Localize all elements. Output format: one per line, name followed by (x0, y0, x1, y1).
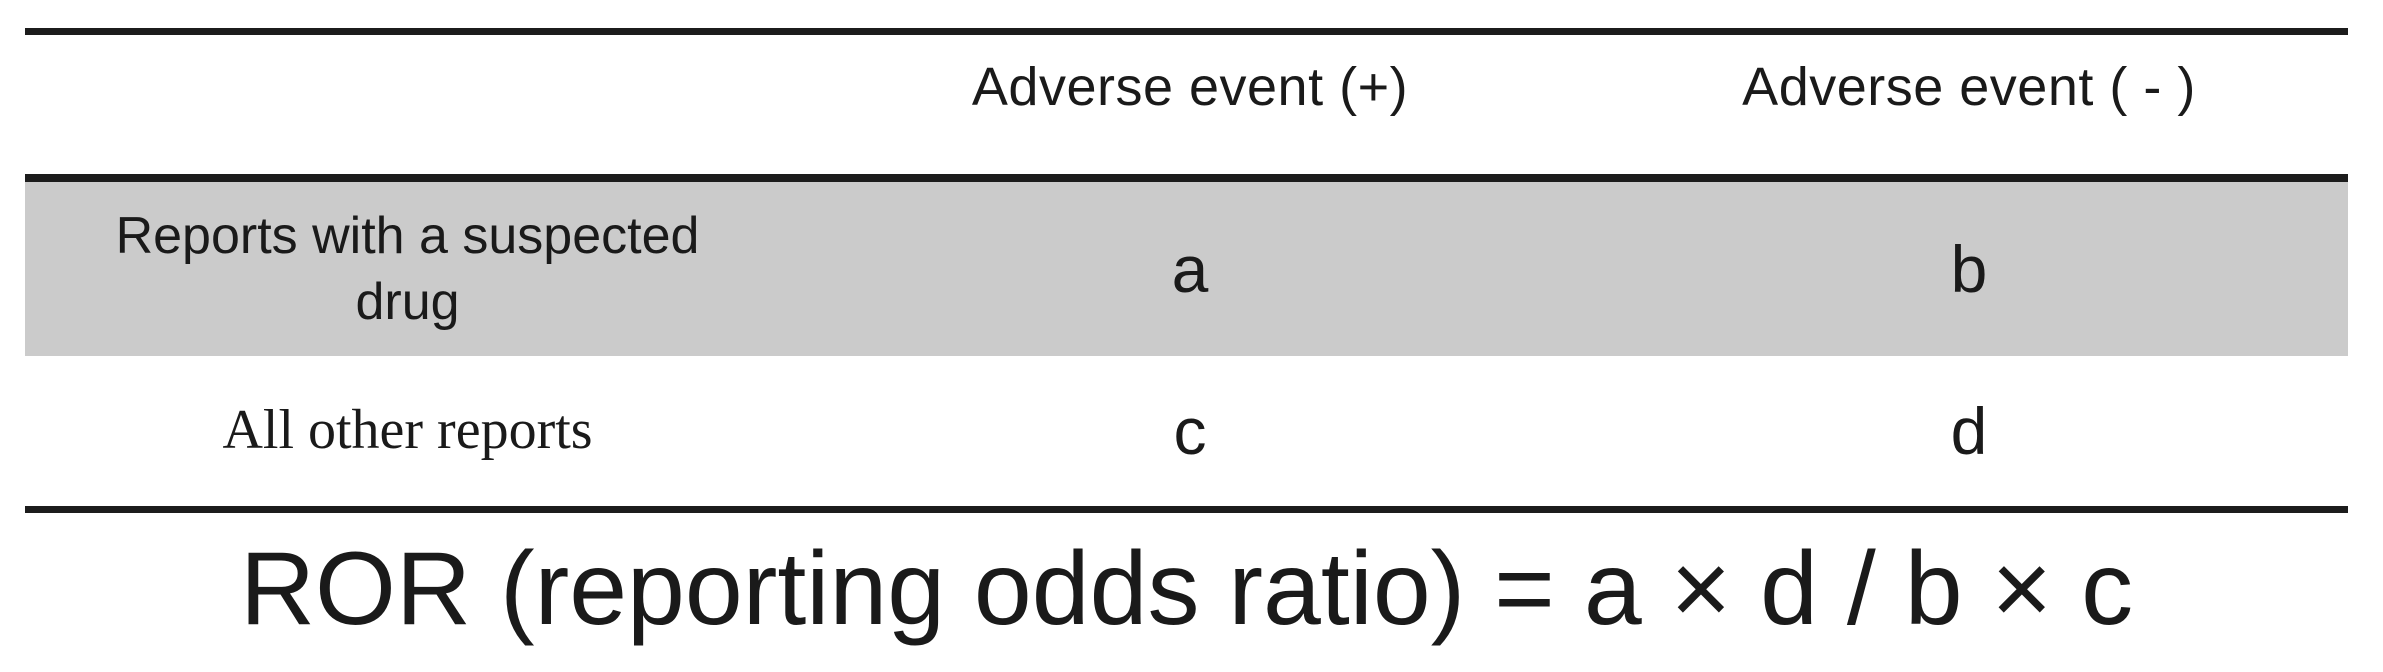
cell-d: d (1950, 394, 1988, 468)
column-header-adverse-event-positive: Adverse event (+) (971, 56, 1409, 117)
cell-c: c (1173, 394, 1207, 468)
table-row-suspected-drug: Reports with a suspected drug a b (25, 182, 2348, 356)
cell-b: b (1950, 232, 1988, 306)
table-top-rule (25, 28, 2348, 35)
ror-formula: ROR (reporting odds ratio) = a × d / b ×… (239, 531, 2134, 647)
formula-band: ROR (reporting odds ratio) = a × d / b ×… (25, 513, 2348, 665)
cell-a: a (1171, 232, 1209, 306)
row-label-suspected-drug: Reports with a suspected drug (25, 203, 790, 335)
row-label-suspected-drug-text: Reports with a suspected drug (115, 207, 700, 331)
table-row-all-other-reports: All other reports c d (25, 356, 2348, 506)
table-header-row: Adverse event (+) Adverse event ( - ) (25, 35, 2348, 174)
ror-contingency-table-figure: Adverse event (+) Adverse event ( - ) Re… (25, 0, 2348, 665)
column-header-adverse-event-negative: Adverse event ( - ) (1742, 56, 2196, 117)
table-header-divider-rule (25, 174, 2348, 182)
row-label-all-other-reports: All other reports (222, 399, 593, 462)
table-bottom-rule (25, 506, 2348, 513)
